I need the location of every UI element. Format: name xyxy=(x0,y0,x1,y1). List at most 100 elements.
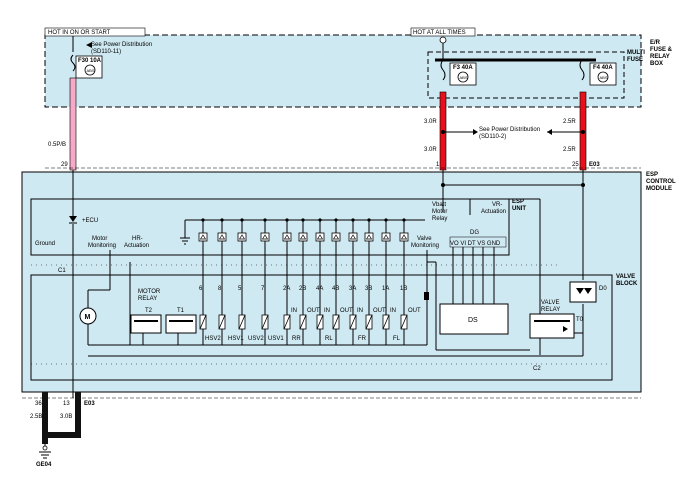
valve-monitoring-label: Valve xyxy=(417,236,432,242)
driver-transistor xyxy=(348,232,358,242)
valve-in-label: IN xyxy=(390,308,396,314)
ecu-label: +ECU xyxy=(82,218,98,224)
solenoid-valve xyxy=(299,314,307,330)
c2-label: C2 xyxy=(533,366,541,372)
pin-1: 1 xyxy=(436,162,440,168)
ds-sensor xyxy=(439,303,509,335)
abs-icon: ABS xyxy=(87,68,95,73)
multi-fuse-label-2: FUSE xyxy=(627,57,643,63)
see-power-dist-2: See Power Distribution xyxy=(479,127,540,133)
motor-symbol: M xyxy=(85,314,91,321)
fuse-f30-label: F30 10A xyxy=(78,58,102,64)
valve-number-label: 1A xyxy=(382,286,389,292)
esp-unit xyxy=(30,198,510,256)
wire-30r-label-b: 3.0R xyxy=(424,147,437,153)
vbatt-label-2: Motor xyxy=(432,209,447,215)
valve-name-label: USV1 xyxy=(268,336,284,342)
diode-d0 xyxy=(569,281,597,303)
wire-05pb-label: 0.5P/B xyxy=(48,142,66,148)
valve-number-label: 8 xyxy=(218,286,222,292)
solenoid-valve xyxy=(316,314,324,330)
driver-transistor xyxy=(282,232,292,242)
esp-module-label-3: MODULE xyxy=(646,186,672,192)
solenoid-valve xyxy=(332,314,340,330)
valve-number-label: 7 xyxy=(261,286,265,292)
wire-25b-label: 2.5B xyxy=(30,414,42,420)
wire-25r-label-b: 2.5R xyxy=(563,147,576,153)
dg-label: DG xyxy=(470,230,479,236)
motor-relay-label: MOTOR xyxy=(138,289,161,295)
valve-name-label: RR xyxy=(292,336,301,342)
valve-in-label: IN xyxy=(291,308,297,314)
fuse-f4-label: F4 40A xyxy=(593,65,613,71)
pin-29: 29 xyxy=(61,162,68,168)
driver-transistor xyxy=(260,232,270,242)
valve-number-label: 2A xyxy=(283,286,290,292)
motor-relay-label-2: RELAY xyxy=(138,296,157,302)
fuse-f3-label: F3 40A xyxy=(453,65,473,71)
solenoid-valve xyxy=(365,314,373,330)
hot-at-all-times-label: HOT AT ALL TIMES xyxy=(413,30,466,36)
ds-label: DS xyxy=(468,317,478,324)
valve-relay xyxy=(529,313,575,339)
multi-fuse-box xyxy=(427,51,625,99)
pin-13: 13 xyxy=(63,401,70,407)
connector-e03: E03 xyxy=(589,162,600,168)
valve-number-label: 2B xyxy=(299,286,306,292)
valve-number-label: 6 xyxy=(199,286,203,292)
valve-name-label: USV2 xyxy=(248,336,264,342)
valve-number-label: 5 xyxy=(238,286,242,292)
abs-icon: ABS xyxy=(600,75,608,80)
valve-out-label: OUT xyxy=(408,308,421,314)
valve-number-label: 1B xyxy=(400,286,407,292)
valve-number-label: 4B xyxy=(332,286,339,292)
valve-in-label: IN xyxy=(324,308,330,314)
wire-25r-label: 2.5R xyxy=(563,119,576,125)
esp-unit-label-2: UNIT xyxy=(512,206,526,212)
hr-actuation-label: HR- xyxy=(132,236,143,242)
valve-out-label: OUT xyxy=(307,308,320,314)
driver-transistor xyxy=(364,232,374,242)
driver-transistor xyxy=(381,232,391,242)
valve-number-label: 3B xyxy=(365,286,372,292)
valve-block xyxy=(30,274,613,381)
valve-relay-label: VALVE xyxy=(541,300,559,306)
valve-name-label: RL xyxy=(325,336,333,342)
valve-drivers xyxy=(198,218,409,315)
valve-name-label: FL xyxy=(393,336,401,342)
solenoid-valve xyxy=(199,314,207,330)
valve-block-label-2: BLOCK xyxy=(616,281,638,287)
driver-transistor xyxy=(237,232,247,242)
solenoid-valve xyxy=(238,314,246,330)
solenoid-valve xyxy=(400,314,408,330)
driver-transistor xyxy=(298,232,308,242)
driver-transistor xyxy=(331,232,341,242)
valve-out-label: OUT xyxy=(340,308,353,314)
ground-label: Ground xyxy=(35,241,55,247)
driver-transistor xyxy=(399,232,409,242)
solenoid-valve xyxy=(349,314,357,330)
esp-module-label-2: CONTROL xyxy=(646,179,676,185)
er-label-4: BOX xyxy=(650,61,663,67)
er-label-2: FUSE & xyxy=(650,47,673,53)
wire-30r-label: 3.0R xyxy=(424,119,437,125)
pin-36: 36 xyxy=(35,401,42,407)
relay-t2 xyxy=(130,314,162,334)
motor-monitoring-label-2: Monitoring xyxy=(88,243,116,249)
valve-number-label: 4A xyxy=(316,286,323,292)
t1-label: T1 xyxy=(177,308,185,314)
er-label-3: RELAY xyxy=(650,54,670,60)
vr-actuation-label: VR- xyxy=(492,202,502,208)
relay-t1 xyxy=(165,314,197,334)
see-power-dist-1: See Power Distribution xyxy=(91,42,152,48)
vr-actuation-label-2: Actuation xyxy=(481,209,506,215)
driver-transistor xyxy=(315,232,325,242)
esp-control-module xyxy=(21,171,642,393)
d0-label: D0 xyxy=(599,286,607,292)
solenoid-valve xyxy=(382,314,390,330)
see-power-dist-1-ref: (SD110-11) xyxy=(91,49,121,55)
ground-ge04: GE04 xyxy=(36,462,52,468)
vbatt-label: Vbatt xyxy=(432,202,446,208)
